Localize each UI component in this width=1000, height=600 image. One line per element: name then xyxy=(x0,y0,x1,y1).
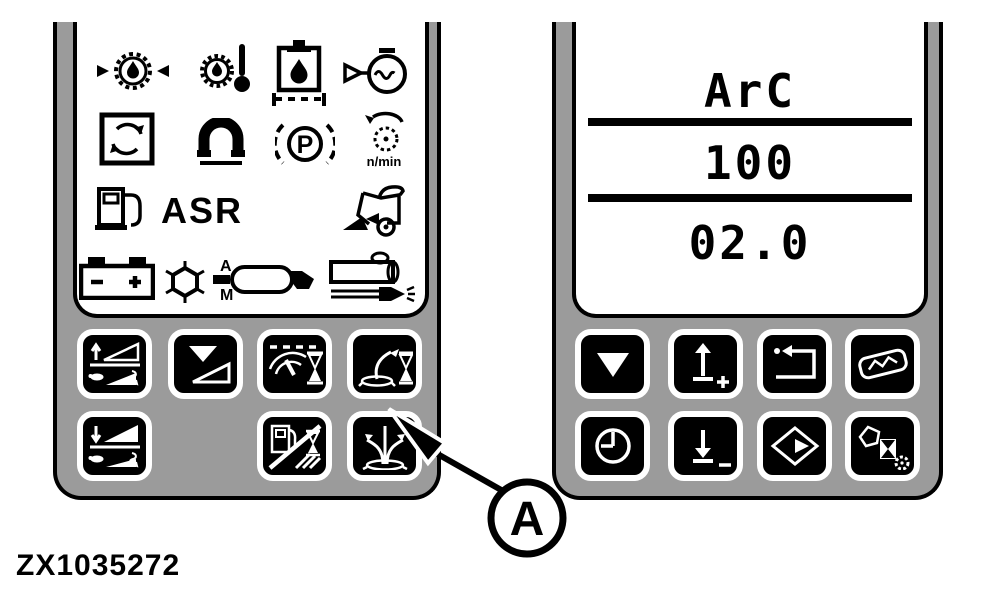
fuel-level-icon xyxy=(95,187,142,230)
battery-icon xyxy=(79,257,155,300)
air-filter-restriction-icon xyxy=(343,48,407,94)
recirculation-icon xyxy=(99,112,155,166)
water-spray-nozzle-icon xyxy=(329,251,415,303)
enter-button[interactable] xyxy=(757,411,832,481)
spout-auto-interval-button[interactable] xyxy=(347,329,422,399)
magnetic-clutch-icon xyxy=(197,118,245,165)
increase-button[interactable] xyxy=(668,329,743,399)
trailer-select-button[interactable] xyxy=(845,329,920,399)
engine-speed-icon: n/min xyxy=(365,111,404,169)
return-button[interactable] xyxy=(757,329,832,399)
fuel-saver-interval-button[interactable] xyxy=(257,411,332,481)
left-indicator-display: P n/min ASR xyxy=(73,22,429,318)
right-control-panel: ArC 100 02.0 xyxy=(552,22,943,500)
parking-letter: P xyxy=(297,131,314,159)
left-control-panel: P n/min ASR xyxy=(53,22,441,500)
lower-header-slow-button[interactable] xyxy=(77,411,152,481)
figure-code: ZX1035272 xyxy=(16,549,181,582)
lcd-divider-2 xyxy=(588,194,912,202)
nmin-label: n/min xyxy=(367,154,402,169)
lcd-display: ArC 100 02.0 xyxy=(572,22,928,318)
hydraulic-oil-level-icon xyxy=(272,40,326,106)
parking-brake-icon: P xyxy=(275,123,335,165)
lcd-line-3: 02.0 xyxy=(688,216,812,270)
lcd-divider-1 xyxy=(588,118,912,126)
decrease-button[interactable] xyxy=(668,411,743,481)
lcd-line-2: 100 xyxy=(703,136,797,190)
spread-flow-button[interactable] xyxy=(347,411,422,481)
raise-header-button[interactable] xyxy=(77,329,152,399)
snowflake-icon xyxy=(165,261,205,303)
asr-label: ASR xyxy=(161,190,244,231)
callout-label: A xyxy=(510,493,545,546)
wiper-interval-button[interactable] xyxy=(257,329,332,399)
scroll-down-button[interactable] xyxy=(575,329,650,399)
transmission-oil-temperature-icon xyxy=(200,44,250,92)
transmission-oil-pressure-icon xyxy=(97,52,169,90)
lower-header-button[interactable] xyxy=(168,329,243,399)
harvester-icon xyxy=(343,185,405,237)
auto-letter: A xyxy=(220,258,232,275)
time-button[interactable] xyxy=(575,411,650,481)
callout-circle xyxy=(487,478,567,558)
callout-line xyxy=(432,449,505,494)
manual-letter: M xyxy=(220,287,233,303)
diagnostics-button[interactable] xyxy=(845,411,920,481)
air-tank-spray-gun-icon: A M xyxy=(213,258,314,303)
lcd-line-1: ArC xyxy=(703,64,797,118)
